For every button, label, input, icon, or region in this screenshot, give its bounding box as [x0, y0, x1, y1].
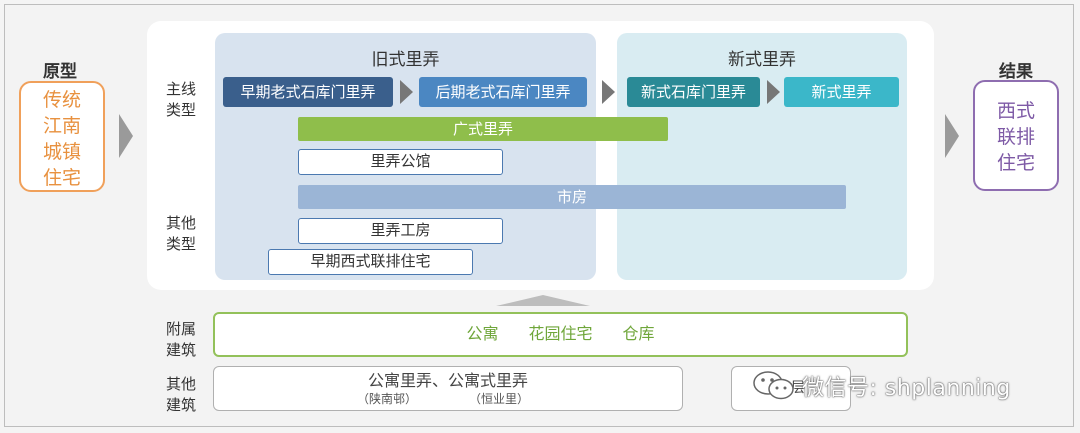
prototype-title: 原型: [43, 62, 77, 82]
row-label-other-types: 其他 类型: [166, 213, 196, 255]
arrow-right-icon: [945, 114, 959, 158]
watermark-text: 微信号: shplanning: [802, 376, 1011, 401]
row-label-other-types-2: 类型: [166, 235, 197, 253]
attached-buildings-box: 公寓 花园住宅 仓库: [213, 312, 908, 357]
prototype-line-1: 传统: [42, 89, 81, 111]
row-label-other-buildings-1: 其他: [166, 375, 197, 393]
row-label-other-types-1: 其他: [166, 214, 197, 232]
result-title: 结果: [999, 62, 1033, 82]
row-label-other-buildings: 其他 建筑: [166, 374, 196, 416]
wechat-icon: [753, 371, 794, 400]
other-example-1: （陕南邨）: [356, 392, 417, 406]
guangshi-bar: 广式里弄: [298, 117, 668, 141]
gongguan-box: 里弄公馆: [298, 149, 503, 175]
arrow-up-icon: [496, 295, 590, 306]
prototype-line-2: 江南: [42, 115, 81, 137]
prototype-line-3: 城镇: [42, 141, 81, 163]
new-style-panel: [617, 33, 907, 280]
attached-item-warehouse: 仓库: [622, 324, 655, 343]
new-lilong-pill: 新式里弄: [784, 77, 899, 107]
result-box: 西式 联排 住宅: [973, 80, 1059, 191]
arrow-right-icon: [119, 114, 133, 158]
attached-item-garden-house: 花园住宅: [528, 324, 593, 343]
row-label-main-line-1: 主线: [166, 80, 197, 98]
row-label-attached-1: 附属: [166, 320, 197, 338]
other-example-2: （恒业里）: [469, 392, 530, 406]
row-label-attached: 附属 建筑: [166, 319, 196, 361]
row-label-attached-2: 建筑: [166, 341, 197, 359]
chevron-right-icon: [602, 80, 615, 104]
chevron-right-icon: [400, 80, 413, 104]
old-style-title: 旧式里弄: [371, 50, 440, 70]
watermark: 微信号: shplanning: [752, 370, 1011, 402]
early-western-box: 早期西式联排住宅: [268, 249, 473, 275]
prototype-box: 传统 江南 城镇 住宅: [19, 81, 105, 192]
result-line-1: 西式: [996, 100, 1035, 122]
result-line-2: 联排: [996, 126, 1035, 148]
row-label-main-line-2: 类型: [166, 101, 197, 119]
late-shikumen-pill: 后期老式石库门里弄: [419, 77, 587, 107]
new-style-title: 新式里弄: [728, 50, 796, 70]
new-shikumen-pill: 新式石库门里弄: [627, 77, 760, 107]
prototype-line-4: 住宅: [42, 167, 81, 189]
attached-item-apartment: 公寓: [466, 324, 499, 343]
early-shikumen-pill: 早期老式石库门里弄: [223, 77, 393, 107]
row-label-other-buildings-2: 建筑: [166, 396, 197, 414]
gongfang-box: 里弄工房: [298, 218, 503, 244]
shifang-bar: 市房: [298, 185, 846, 209]
other-buildings-box: 公寓里弄、公寓式里弄 （陕南邨） （恒业里）: [213, 366, 683, 411]
result-line-3: 住宅: [996, 152, 1035, 174]
row-label-main-line: 主线 类型: [166, 79, 196, 121]
chevron-right-icon: [767, 80, 780, 104]
other-buildings-text: 公寓里弄、公寓式里弄: [367, 371, 528, 390]
